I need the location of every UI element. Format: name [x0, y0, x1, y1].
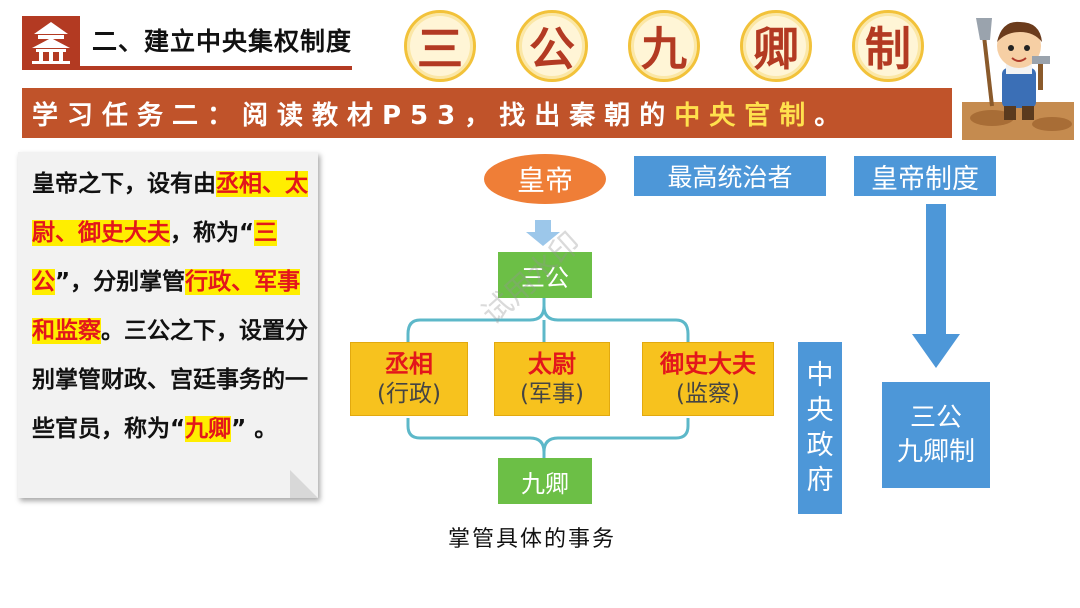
central-gov-char-3: 政 — [806, 430, 834, 461]
title-char-san: 三 — [404, 10, 476, 82]
down-arrow-icon — [526, 220, 560, 246]
central-gov-char-4: 府 — [806, 465, 834, 496]
note-t3: ，称为“ — [170, 220, 255, 246]
task-highlight: 中央官制 — [674, 100, 815, 131]
supreme-ruler-label: 最高统治者 — [634, 156, 826, 196]
title-underline — [22, 66, 352, 70]
central-government-label: 中 央 政 府 — [798, 342, 842, 514]
minister-censor: 御史大夫 (监察) — [642, 342, 774, 416]
minister-chancellor-name: 丞相 — [385, 350, 433, 378]
bottom-bracket-left — [406, 418, 546, 458]
emperor-system-label: 皇帝制度 — [854, 156, 996, 196]
central-gov-char-1: 中 — [806, 360, 834, 391]
sangong-jiuqing-system-box: 三公 九卿制 — [882, 382, 990, 488]
minister-taiwei-name: 太尉 — [528, 350, 576, 378]
emperor-node: 皇帝 — [484, 154, 606, 204]
bottom-bracket-right — [542, 418, 690, 453]
sangong-jiuqing-line-1: 三公 — [909, 403, 962, 433]
big-down-arrow-icon — [912, 204, 960, 368]
top-bracket-right — [542, 305, 690, 342]
title-char-zhi: 制 — [852, 10, 924, 82]
note-card-folded-corner — [290, 470, 318, 498]
sangong-node: 三公 — [498, 252, 592, 298]
section-title: 二、建立中央集权制度 — [92, 27, 353, 56]
temple-icon — [32, 22, 70, 64]
minister-chancellor-role: (行政) — [377, 381, 441, 407]
learning-task-bar: 学习任务二：阅读教材P53，找出秦朝的中央官制。 — [22, 88, 952, 138]
note-jiuqing: 九卿 — [185, 416, 232, 442]
note-t7: 。三公之下，设置分别掌管财政、宫廷事务的一些官员，称为“ — [32, 318, 308, 442]
jiuqing-node: 九卿 — [498, 458, 592, 504]
minister-censor-role: (监察) — [676, 381, 740, 407]
jiuqing-caption: 掌管具体的事务 — [448, 527, 617, 552]
note-t9: ” 。 — [231, 416, 278, 442]
note-text: 皇帝之下，设有由丞相、太尉、御史大夫，称为“三公”，分别掌管行政、军事和监察。三… — [32, 160, 312, 454]
title-char-jiu: 九 — [628, 10, 700, 82]
title-char-gong: 公 — [516, 10, 588, 82]
note-t1: 皇帝之下，设有由 — [32, 171, 216, 197]
minister-chancellor: 丞相 (行政) — [350, 342, 468, 416]
minister-taiwei-role: (军事) — [520, 381, 584, 407]
title-char-qing: 卿 — [740, 10, 812, 82]
central-gov-char-2: 央 — [806, 395, 834, 426]
task-suffix: 。 — [814, 100, 850, 131]
sangong-jiuqing-line-2: 九卿制 — [896, 437, 975, 467]
boy-with-shovel-icon — [962, 18, 1074, 140]
minister-taiwei: 太尉 (军事) — [494, 342, 610, 416]
note-t5: ”，分别掌管 — [55, 269, 186, 295]
minister-censor-name: 御史大夫 — [660, 350, 756, 378]
task-prefix: 学习任务二：阅读教材P53，找出秦朝的 — [32, 100, 675, 131]
temple-logo-box — [22, 16, 80, 66]
